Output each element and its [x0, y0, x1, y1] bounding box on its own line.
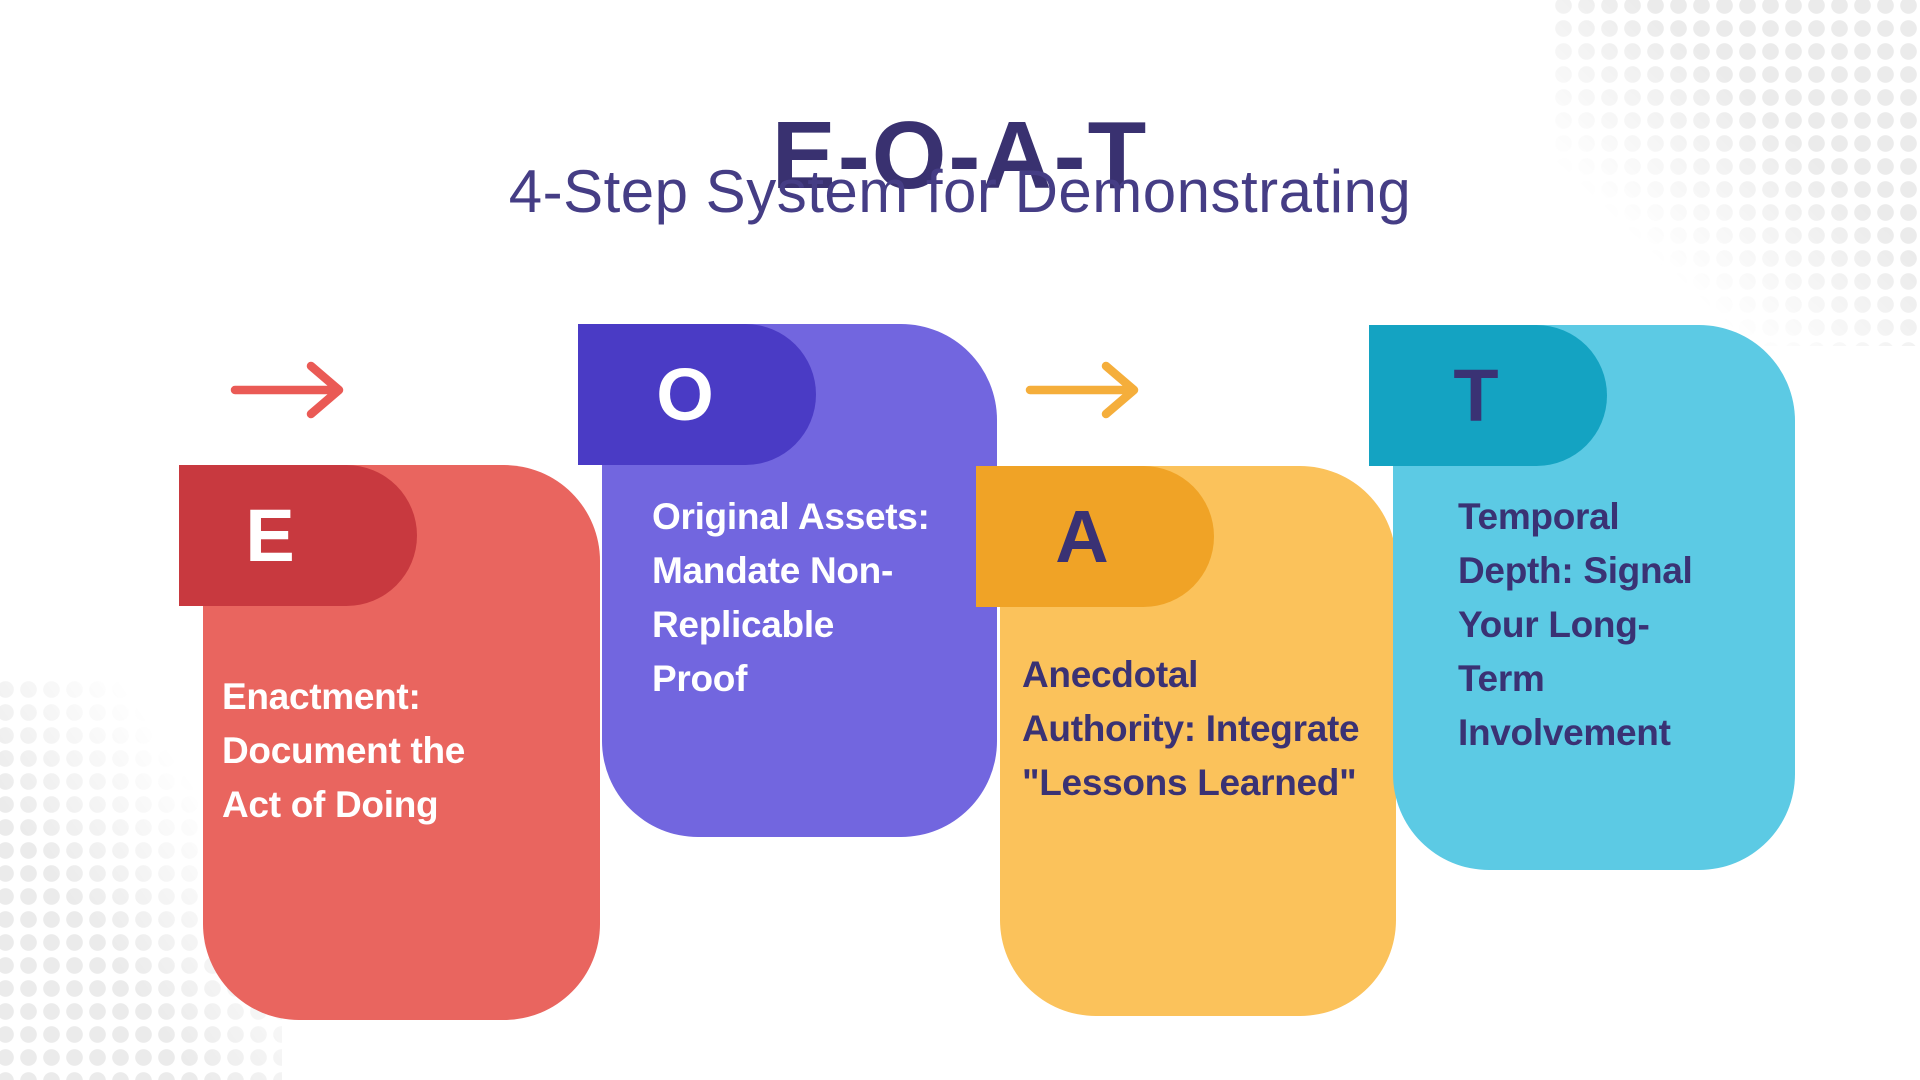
step-tab-e: E — [179, 465, 417, 606]
step-tab-a: A — [976, 466, 1214, 607]
step-title-temporal-depth: Temporal Depth: Signal Your Long- Term I… — [1458, 496, 1693, 753]
step-letter-e: E — [245, 493, 295, 577]
arrow-stroke — [1025, 361, 1139, 419]
step-card-temporal-depth: T Temporal Depth: Signal Your Long- Term… — [1369, 325, 1795, 870]
step-title-original-assets: Original Assets: Mandate Non- Replicable… — [652, 496, 930, 699]
step-letter-o: O — [656, 352, 714, 436]
step-letter-a: A — [1055, 494, 1109, 578]
step-tab-t: T — [1369, 325, 1607, 466]
page-subtitle: 4-Step System for Demonstrating — [508, 158, 1412, 225]
arrow-stroke — [230, 361, 344, 419]
arrow-right-icon — [230, 361, 344, 419]
page-title: E-O-A-T — [771, 102, 1149, 210]
step-card-original-assets: O Original Assets: Mandate Non- Replicab… — [578, 324, 997, 837]
arrow-right-icon — [1025, 361, 1139, 419]
step-title-enactment: Enactment: Document the Act of Doing — [222, 676, 466, 825]
step-title-anecdotal-authority: Anecdotal Authority: Integrate "Lessons … — [1022, 654, 1360, 803]
halftone-dots-top-right — [1552, 0, 1920, 346]
step-tab-o: O — [578, 324, 816, 465]
step-card-enactment: E Enactment: Document the Act of Doing — [179, 465, 600, 1020]
step-letter-t: T — [1453, 353, 1499, 437]
step-card-anecdotal-authority: A Anecdotal Authority: Integrate "Lesson… — [976, 466, 1396, 1016]
